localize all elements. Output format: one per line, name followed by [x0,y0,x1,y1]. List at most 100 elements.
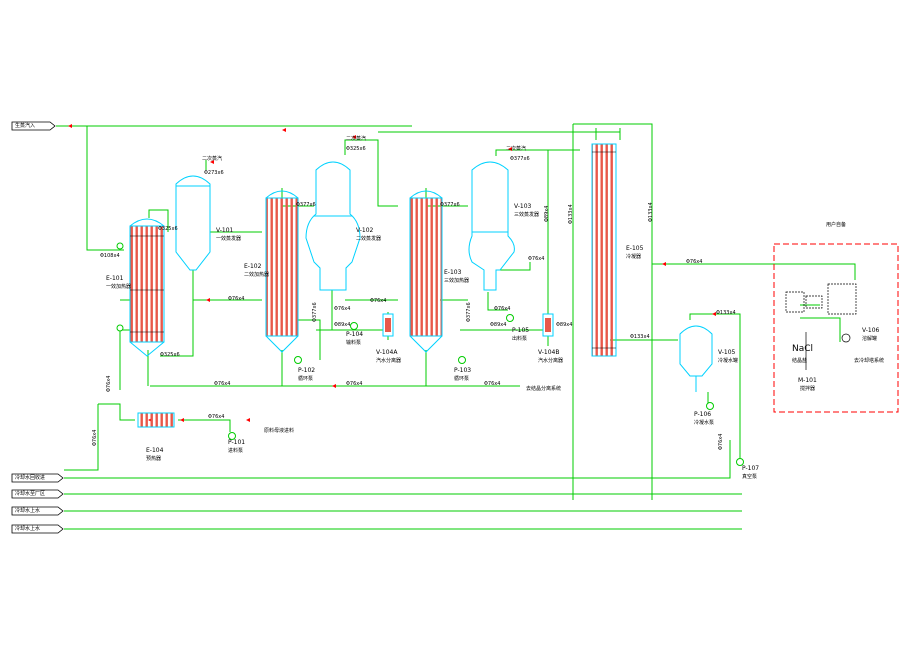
e102-heater [265,190,299,353]
pipe-size: Φ89x4 [544,205,550,222]
e101-heater [129,218,165,357]
v102-name: 二效蒸发器 [356,236,382,242]
p106-tag: P-106 [694,411,712,418]
pipe-size: Φ76x4 [484,381,501,387]
v104a-tag: V-104A [376,349,398,356]
m101-name: 搅拌器 [800,386,816,392]
p103-pump [458,356,466,364]
source-cooling-out-label: 冷却水至厂区 [15,491,46,497]
p103-tag: P-103 [454,367,472,374]
p101-pump [228,432,236,440]
source-steam-label: 生蒸汽入 [15,123,36,129]
flow-arrows [68,124,716,422]
v101-evaporator [175,175,211,271]
v102-evaporator [305,161,361,291]
v104b-separator [542,313,554,337]
p102-tag: P-102 [298,367,316,374]
pipe-size: Φ325x6 [158,226,178,232]
v102-tag: V-102 [356,227,374,234]
p102-pump [294,356,302,364]
p107-name: 真空泵 [742,474,758,480]
p102-name: 循环泵 [298,376,314,382]
pipe-size: Φ133x4 [630,334,650,340]
pipe-size: Φ377x6 [440,202,460,208]
v101-name: 一效蒸发器 [216,236,242,242]
p101-tag: P-101 [228,439,246,446]
p107-tag: P-107 [742,465,760,472]
pipe-size: Φ76x4 [334,306,351,312]
e103-heater [409,190,443,353]
p104-pump [350,322,358,330]
pipe-size: Φ377x6 [510,156,530,162]
e101-tag: E-101 [106,275,124,282]
source-cooling-in-label: 冷却水回收进 [15,475,46,481]
v105-tank [679,325,713,392]
v103-tag: V-103 [514,203,532,210]
pipe-size: Φ89x4 [334,322,351,328]
note-scope: 用户自备 [826,222,847,228]
pipe-size: Φ76x4 [494,306,511,312]
pipe-size: Φ133x4 [568,204,574,224]
pipe-size: Φ76x4 [208,414,225,420]
p106-name: 冷凝水泵 [694,420,715,426]
pipe-size: Φ76x4 [228,296,245,302]
note-dissolve: 去冷却塔系统 [854,358,885,364]
v105-name: 冷凝水罐 [718,358,739,364]
v103-name: 三效蒸发器 [514,212,540,218]
pipe-size: Φ76x4 [214,381,231,387]
v104a-name: 汽水分离器 [376,358,402,364]
p106-pump [706,402,714,410]
p101-name: 进料泵 [228,448,244,454]
pipe-size: Φ76x4 [718,433,724,450]
v105-tag: V-105 [718,349,736,356]
m101-tag: M-101 [798,377,817,384]
note-nacl: NaCl [792,344,814,354]
note-to-crystal: 去结晶分离系统 [526,386,562,392]
v104b-tag: V-104B [538,349,560,356]
v104b-name: 汽水分离器 [538,358,564,364]
user-supplied-area [773,243,899,413]
pipe-size: Φ133x4 [716,310,736,316]
e104-name: 预热器 [146,456,162,462]
pipe-size: Φ325x6 [346,146,366,152]
p105-pump [506,314,514,322]
source-water-2-label: 冷却水上水 [15,526,41,532]
pipe-size: Φ377x6 [312,302,318,322]
e105-tag: E-105 [626,245,644,252]
pipe-size: Φ273x6 [204,170,224,176]
pipe-size: Φ76x4 [528,256,545,262]
pipe-size: Φ325x6 [160,352,180,358]
note-steam-3: 二次蒸汽 [506,146,527,152]
v103-evaporator [468,161,515,291]
v106-tag: V-106 [862,327,880,334]
pipe-size: Φ133x4 [648,202,654,222]
pipe-size: Φ377x6 [296,202,316,208]
e101-name: 一效加热器 [106,284,132,290]
source-tags [11,121,64,534]
e104-tag: E-104 [146,447,164,454]
e105-condenser [591,143,617,357]
note-steam-1: 二次蒸汽 [202,156,223,162]
pipe-size: Φ76x4 [686,259,703,265]
source-water-1-label: 冷却水上水 [15,508,41,514]
pumps [116,242,744,466]
p104-name: 输料泵 [346,340,362,346]
v101-tag: V-101 [216,227,234,234]
p103-name: 循环泵 [454,376,470,382]
note-steam-2: 二次蒸汽 [346,136,367,142]
e103-tag: E-103 [444,269,462,276]
piping [56,123,856,530]
note-nacl-name: 结晶盐 [792,358,808,364]
e102-tag: E-102 [244,263,262,270]
e105-name: 冷凝器 [626,254,642,260]
p105-tag: P-105 [512,327,530,334]
e103-name: 三效加热器 [444,278,470,284]
pipe-size: Φ108x4 [100,253,120,259]
v104a-separator [382,313,394,337]
v106-name: 溶解罐 [862,336,878,342]
p105-name: 出料泵 [512,336,528,342]
e104-preheater [137,412,175,428]
p104-tag: P-104 [346,331,364,338]
pipe-size: Φ89x4 [490,322,507,328]
